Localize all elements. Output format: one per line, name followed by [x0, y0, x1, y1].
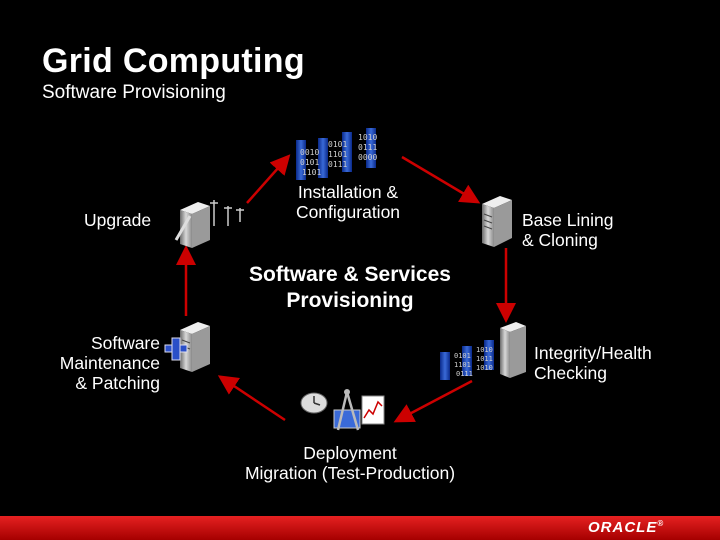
svg-text:0101: 0101: [328, 140, 347, 149]
svg-text:1011: 1011: [476, 355, 493, 363]
svg-text:1010: 1010: [476, 364, 493, 372]
installation-line2: Configuration: [295, 202, 401, 222]
svg-text:0111: 0111: [358, 143, 377, 152]
integrity-line2: Checking: [534, 363, 607, 383]
center-label-line1: Software & Services: [249, 263, 451, 286]
deployment-line2: Migration (Test-Production): [244, 463, 456, 483]
svg-text:0111: 0111: [328, 160, 347, 169]
node-base-lining-label: Base Lining & Cloning: [522, 210, 613, 250]
oracle-logo-text: ORACLE: [588, 519, 658, 536]
deployment-tools-icon: [300, 389, 385, 431]
installation-binary-servers-icon: 0010 0101 1101 0101 1101 0111 1010 0111 …: [296, 128, 377, 180]
base-lining-line1: Base Lining: [522, 210, 614, 230]
arrow-integrity-to-deployment: [393, 379, 473, 423]
svg-text:0101: 0101: [454, 352, 471, 360]
oracle-reg-mark: ®: [657, 519, 665, 528]
arrow-installation-to-baselining: [401, 155, 481, 204]
svg-text:1101: 1101: [454, 361, 471, 369]
node-deployment-label: Deployment Migration (Test-Production): [220, 443, 480, 483]
center-label-line2: Provisioning: [286, 289, 414, 312]
integrity-line1: Integrity/Health: [534, 343, 652, 363]
oracle-logo: ORACLE®: [588, 519, 664, 536]
svg-text:0000: 0000: [358, 153, 377, 162]
node-installation-label: Installation & Configuration: [288, 182, 408, 222]
svg-text:1010: 1010: [358, 133, 377, 142]
svg-text:0010: 0010: [300, 148, 319, 157]
svg-text:1010: 1010: [476, 346, 493, 354]
maintenance-line2: Maintenance: [59, 353, 160, 373]
maintenance-line3: & Patching: [75, 373, 160, 393]
svg-text:1101: 1101: [328, 150, 347, 159]
footer-bar: [0, 516, 720, 540]
upgrade-server-icon: [174, 200, 244, 248]
base-lining-line2: & Cloning: [522, 230, 598, 250]
maintenance-server-plus-icon: [164, 322, 210, 372]
svg-text:1101: 1101: [302, 168, 321, 177]
node-integrity-label: Integrity/Health Checking: [534, 343, 652, 383]
maintenance-line1: Software: [90, 333, 160, 353]
upgrade-line1: Upgrade: [84, 210, 152, 230]
svg-text:0101: 0101: [300, 158, 319, 167]
integrity-binary-servers-icon: 0101 1101 0111 1010 1011 1010: [440, 322, 526, 380]
page-subtitle: Software Provisioning: [42, 82, 226, 103]
base-lining-server-icon: [482, 196, 512, 247]
installation-line1: Installation &: [297, 182, 399, 202]
arrow-upgrade-to-installation: [246, 154, 291, 204]
svg-text:0111: 0111: [456, 370, 473, 378]
arrow-deployment-to-maintenance: [217, 375, 286, 422]
node-maintenance-label: Software Maintenance & Patching: [30, 333, 160, 393]
deployment-line1: Deployment: [303, 443, 397, 463]
center-label: Software & Services Provisioning: [220, 262, 480, 314]
page-title: Grid Computing: [42, 42, 305, 80]
node-upgrade-label: Upgrade: [84, 210, 151, 230]
